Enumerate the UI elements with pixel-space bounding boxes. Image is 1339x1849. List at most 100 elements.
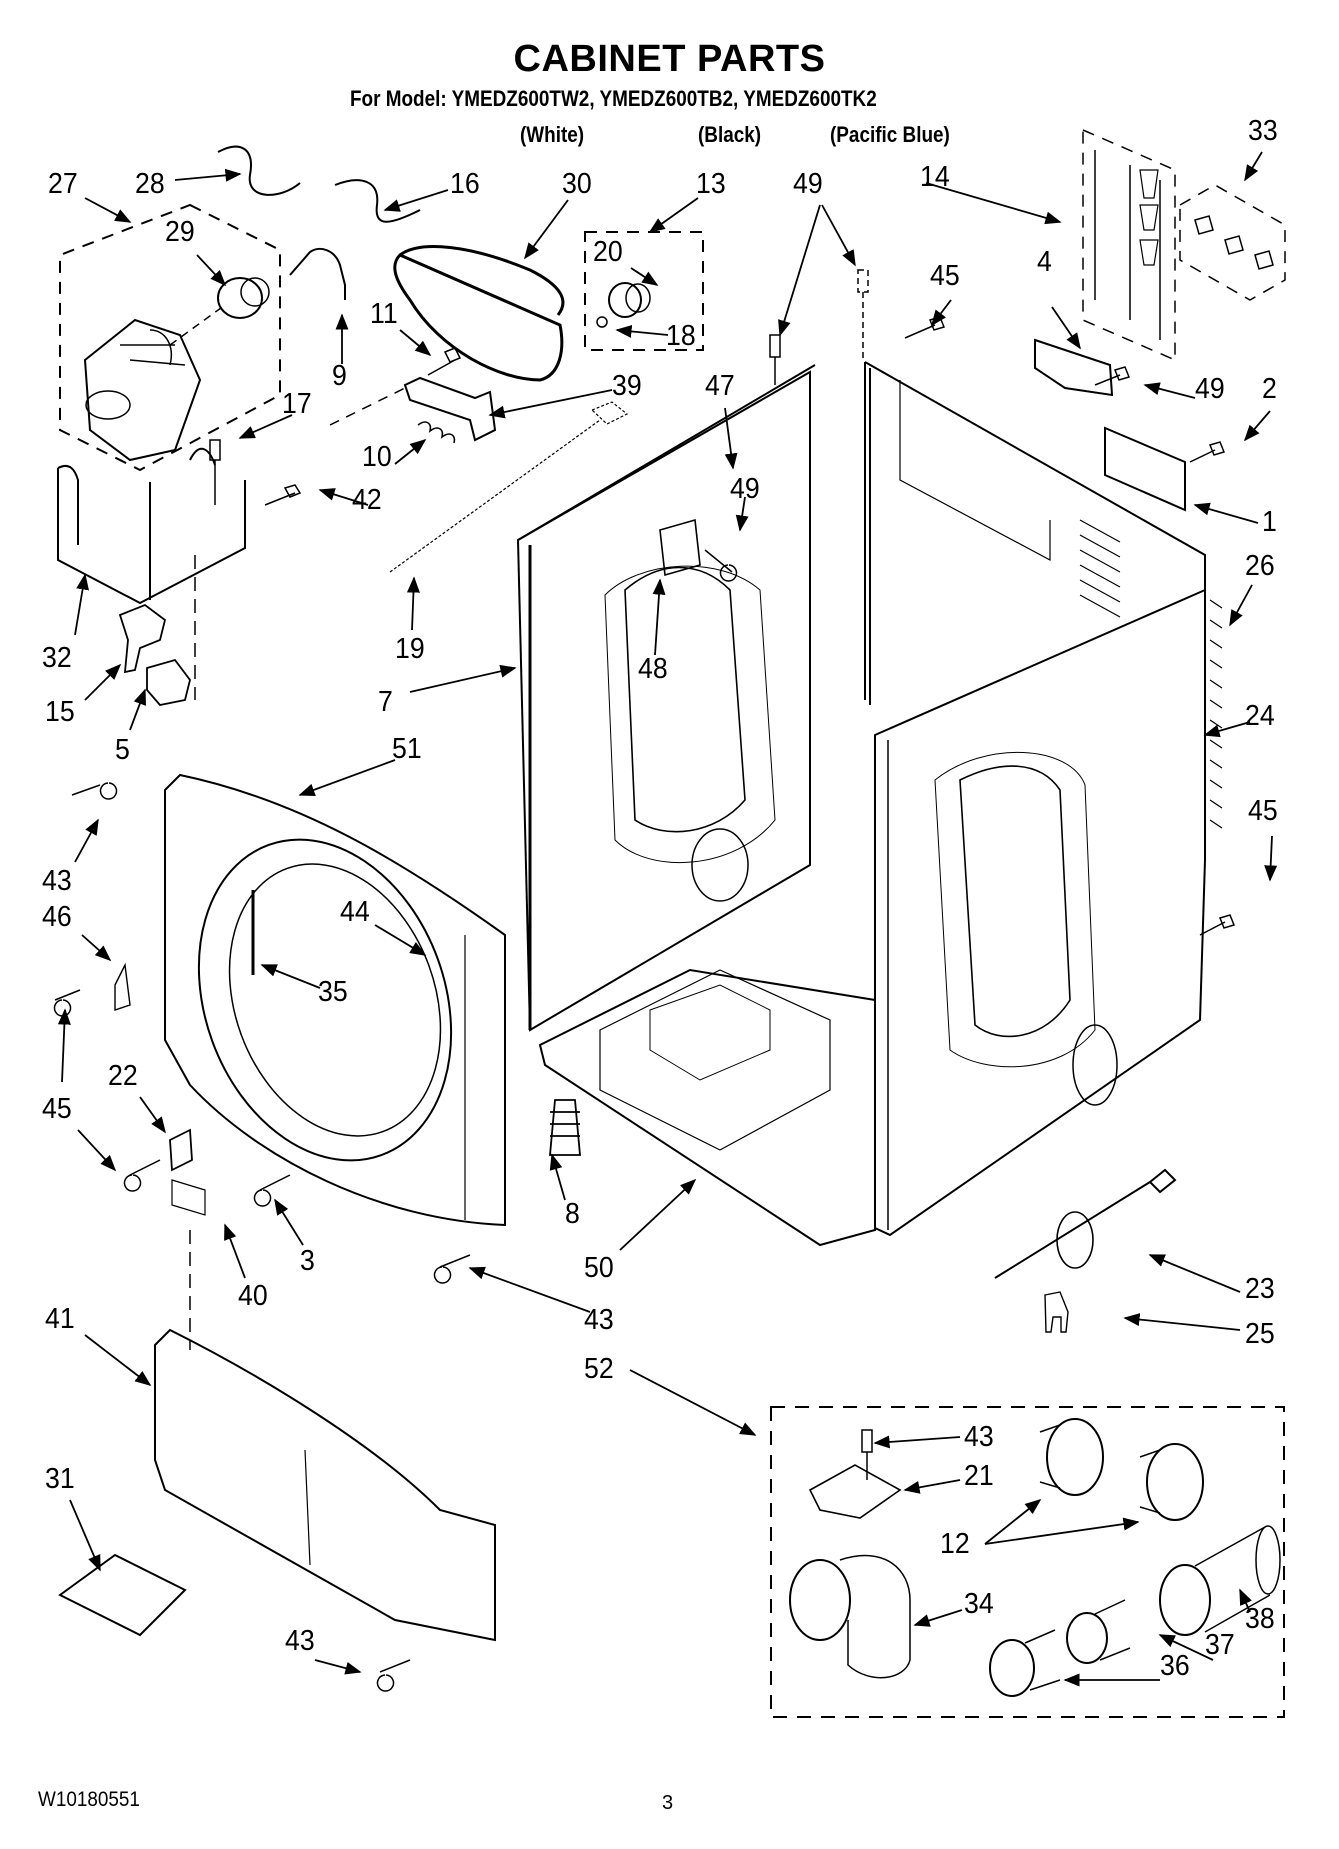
bracket-48 [659, 518, 701, 577]
callout-43: 43 [964, 1421, 994, 1453]
model-line: For Model: YMEDZ600TW2, YMEDZ600TB2, YME… [350, 86, 877, 111]
callout-45: 45 [1248, 795, 1278, 827]
belt-switch-5 [146, 658, 191, 706]
page-number: 3 [662, 1792, 674, 1814]
clamp-36 [989, 1629, 1061, 1697]
callout-49: 49 [730, 473, 760, 505]
document-code: W10180551 [38, 1788, 140, 1811]
callout-34: 34 [964, 1588, 994, 1620]
callout-51: 51 [392, 733, 422, 765]
callout-30: 30 [562, 168, 592, 200]
callout-49: 49 [1195, 373, 1225, 405]
screw-43-kit [861, 1429, 873, 1480]
screw-3 [253, 1174, 291, 1207]
cabinet-side-24 [874, 588, 1223, 1237]
callout-39: 39 [612, 370, 642, 402]
screw-45-lower [123, 1159, 161, 1192]
callout-43: 43 [285, 1625, 315, 1657]
callout-52: 52 [584, 1353, 614, 1385]
callout-5: 5 [115, 734, 130, 766]
idler-pulley-18 [596, 282, 651, 328]
callout-28: 28 [135, 168, 165, 200]
cover-1 [1104, 426, 1186, 512]
screw-49-center [704, 549, 738, 582]
page-title: CABINET PARTS [0, 38, 1339, 81]
callout-20: 20 [593, 236, 623, 268]
callout-10: 10 [362, 441, 392, 473]
callout-3: 3 [300, 1245, 315, 1277]
plate-21 [808, 1464, 902, 1519]
callout-21: 21 [964, 1460, 994, 1492]
connector-37 [1066, 1599, 1131, 1664]
door-switch-46 [114, 962, 131, 1011]
callout-37: 37 [1205, 1629, 1235, 1661]
duct-38 [1159, 1525, 1281, 1636]
bracket-4 [1034, 338, 1114, 397]
drive-belt-30 [393, 245, 565, 382]
toe-panel-41 [154, 1328, 496, 1642]
power-cord-23 [994, 1168, 1177, 1279]
callout-25: 25 [1245, 1318, 1275, 1350]
callout-27: 27 [48, 168, 78, 200]
cabinet-side-26 [864, 361, 1206, 705]
callout-26: 26 [1245, 550, 1275, 582]
callout-18: 18 [666, 320, 696, 352]
strike-22 [169, 1128, 193, 1172]
callout-29: 29 [165, 216, 195, 248]
screw-45-top [904, 316, 946, 339]
callout-4: 4 [1037, 246, 1052, 278]
callout-49: 49 [793, 168, 823, 200]
callout-43: 43 [584, 1304, 614, 1336]
bracket-9 [289, 247, 346, 300]
callout-1: 1 [1262, 506, 1277, 538]
drive-motor [83, 318, 202, 462]
callout-15: 15 [45, 696, 75, 728]
callout-50: 50 [584, 1252, 614, 1284]
variant-pacific-blue: (Pacific Blue) [830, 122, 950, 147]
base-50 [538, 968, 876, 1247]
cord-19 [389, 401, 629, 573]
screw-42 [264, 484, 302, 506]
hood-cap-12a [1039, 1418, 1104, 1496]
switch-15 [118, 603, 167, 674]
elbow-34 [789, 1554, 911, 1679]
callout-2: 2 [1262, 373, 1277, 405]
screw-45-right [1199, 914, 1236, 936]
callout-9: 9 [332, 360, 347, 392]
screw-49-top-left [769, 334, 781, 385]
callout-13: 13 [696, 168, 726, 200]
pulley-part-29 [217, 277, 270, 319]
variant-black: (Black) [698, 122, 762, 147]
wire-harness-28 [217, 145, 301, 196]
callout-45: 45 [930, 260, 960, 292]
callout-23: 23 [1245, 1273, 1275, 1305]
callout-46: 46 [42, 901, 72, 933]
callout-31: 31 [45, 1463, 75, 1495]
screw-2 [1189, 441, 1226, 463]
variant-white: (White) [520, 122, 585, 147]
callout-17: 17 [282, 388, 312, 420]
screw-43-toe [376, 1659, 411, 1692]
screw-49-right [1094, 366, 1131, 386]
vent-kit-boundary-52 [770, 1406, 1285, 1718]
pad-31 [58, 1553, 187, 1637]
callout-32: 32 [42, 642, 72, 674]
callout-47: 47 [705, 370, 735, 402]
screw-43-front [71, 782, 118, 800]
callout-14: 14 [920, 161, 950, 193]
callout-40: 40 [238, 1280, 268, 1312]
screw-11 [427, 347, 462, 376]
title-text: CABINET PARTS [513, 38, 826, 80]
callout-44: 44 [340, 896, 370, 928]
front-panel-51 [164, 773, 506, 1227]
screw-17 [209, 439, 221, 505]
screw-45-door [53, 989, 81, 1017]
terminal-wires-14 [1094, 150, 1161, 340]
callout-43: 43 [42, 865, 72, 897]
callout-22: 22 [108, 1060, 138, 1092]
rear-panel-7 [516, 364, 816, 1032]
leveling-leg-8 [549, 1099, 581, 1156]
hood-cap-12b [1139, 1443, 1204, 1521]
callout-8: 8 [565, 1198, 580, 1230]
terminal-clips-boundary-33 [1179, 184, 1286, 301]
